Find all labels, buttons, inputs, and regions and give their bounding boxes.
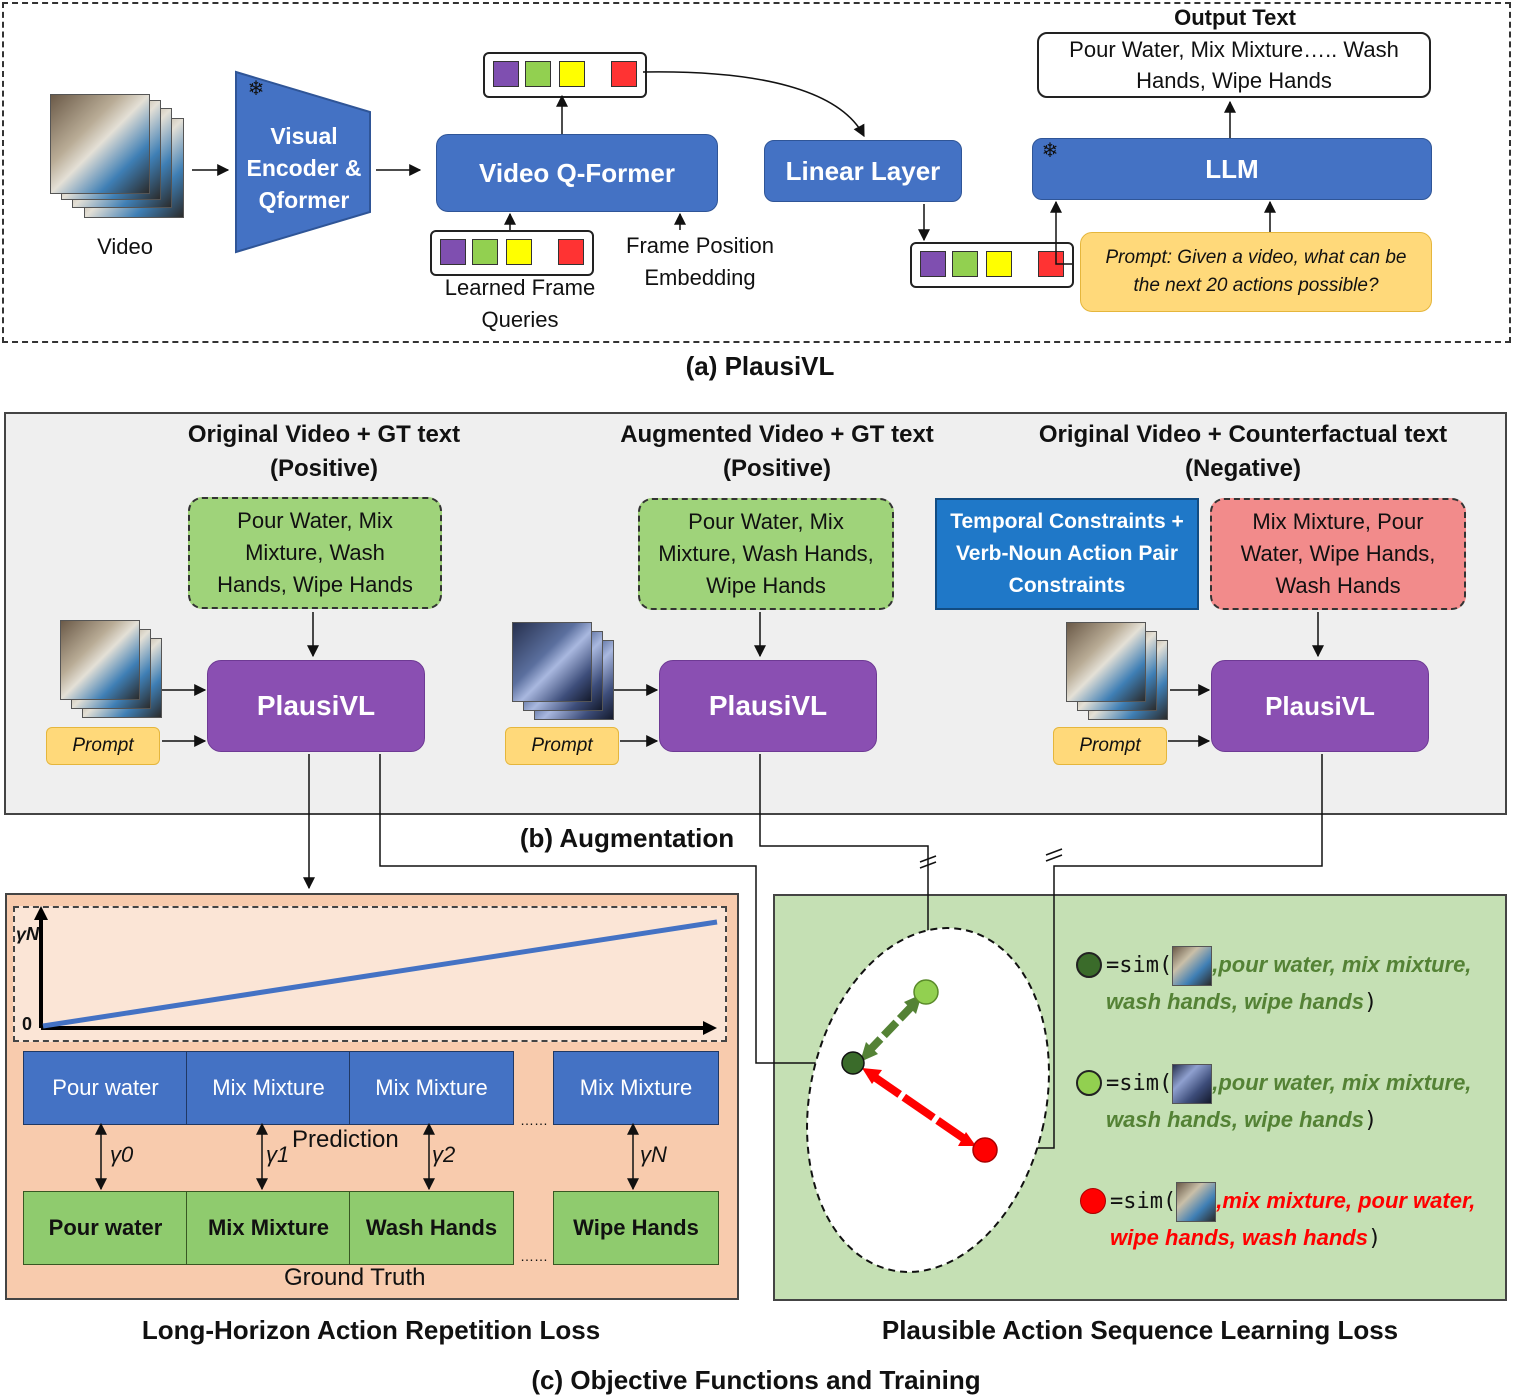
- video-qformer-box: Video Q-Former: [436, 134, 718, 212]
- right-loss-caption: Plausible Action Sequence Learning Loss: [881, 1314, 1399, 1345]
- gamma-0: γ0: [110, 1142, 134, 1167]
- neg-text-box: Mix Mixture, Pour Water, Wipe Hands, Was…: [1210, 498, 1466, 610]
- original-video-frames-1: [60, 620, 180, 730]
- legend-dot-dark-green: [1076, 952, 1102, 978]
- anchor-point: [841, 1051, 865, 1075]
- gamma-2: γ2: [432, 1142, 456, 1167]
- caption-c: (c) Objective Functions and Training: [531, 1364, 981, 1395]
- embedding-space: [806, 927, 1050, 1273]
- positive-point: [913, 979, 939, 1005]
- gamma-1: γ1: [266, 1142, 290, 1167]
- learned-queries-label: Learned Frame Queries: [444, 275, 596, 332]
- y-axis-arrow: [34, 906, 48, 920]
- original-video-thumb: [1176, 1182, 1217, 1222]
- plausivl-box-3: PlausiVL: [1211, 660, 1429, 752]
- output-token-box: [483, 52, 647, 98]
- y-top-label: γN: [16, 924, 40, 944]
- caption-a: (a) PlausiVL: [685, 350, 835, 381]
- pred-cell-1: Mix Mixture: [186, 1051, 351, 1125]
- legend-item-2: =sim(,pour water, mix mixture, wash hand…: [1106, 1064, 1471, 1137]
- output-text-box: Pour Water, Mix Mixture….. Wash Hands, W…: [1037, 32, 1431, 98]
- negative-point: [972, 1137, 998, 1163]
- video-label: Video: [97, 234, 153, 259]
- snowflake-icon: ❄: [1041, 139, 1059, 162]
- col1-heading: Original Video + GT text (Positive): [187, 421, 461, 482]
- legend-dot-red: [1080, 1188, 1106, 1214]
- plausivl-box-1: PlausiVL: [207, 660, 425, 752]
- prediction-label: Prediction: [292, 1126, 399, 1153]
- original-video-frames-2: [1066, 622, 1186, 732]
- constraints-box: Temporal Constraints + Verb-Noun Action …: [935, 498, 1199, 610]
- visual-encoder-shape: [235, 70, 371, 254]
- output-text-title: Output Text: [1174, 5, 1296, 30]
- prompt-tag-3: Prompt: [1053, 727, 1167, 765]
- visual-encoder-label: Visual Encoder & Qformer: [246, 123, 362, 213]
- gt-text-box-2: Pour Water, Mix Mixture, Wash Hands, Wip…: [638, 498, 894, 610]
- gt-text-box-1: Pour Water, Mix Mixture, Wash Hands, Wip…: [188, 497, 442, 609]
- legend-dot-light-green: [1076, 1070, 1102, 1096]
- pred-cell-3: Mix Mixture: [553, 1051, 719, 1125]
- gt-cell-0: Pour water: [23, 1191, 188, 1265]
- snowflake-icon: ❄: [247, 77, 265, 100]
- left-loss-caption: Long-Horizon Action Repetition Loss: [141, 1314, 601, 1345]
- video-frames: [50, 94, 190, 224]
- col2-heading: Augmented Video + GT text (Positive): [620, 421, 934, 482]
- pred-ellipsis: ……: [520, 1112, 548, 1128]
- legend-item-3: =sim(,mix mixture, pour water, wipe hand…: [1110, 1182, 1475, 1255]
- gt-cell-2: Wash Hands: [349, 1191, 514, 1265]
- legend-item-1: =sim(,pour water, mix mixture, wash hand…: [1106, 946, 1471, 1019]
- gamma-line: [42, 919, 718, 1029]
- y-zero-label: 0: [22, 1014, 33, 1034]
- plausivl-box-2: PlausiVL: [659, 660, 877, 752]
- learned-queries-token-box: [430, 230, 594, 276]
- section-a-frame: [2, 2, 1511, 343]
- caption-b: (b) Augmentation: [519, 822, 735, 853]
- gamma-plot: [34, 906, 718, 1035]
- frame-position-label: Frame Position Embedding: [626, 233, 774, 290]
- prompt-tag-1: Prompt: [46, 727, 160, 765]
- original-video-thumb: [1172, 946, 1213, 986]
- ground-truth-label: Ground Truth: [284, 1264, 426, 1291]
- llm-box: LLM: [1032, 138, 1432, 200]
- linear-layer-box: Linear Layer: [764, 140, 962, 202]
- linear-token-box: [910, 242, 1074, 288]
- gt-cell-1: Mix Mixture: [186, 1191, 351, 1265]
- prompt-box: Prompt: Given a video, what can be the n…: [1080, 232, 1432, 312]
- augmented-video-frames: [512, 622, 632, 732]
- gamma-n: γN: [640, 1142, 667, 1167]
- col3-heading: Original Video + Counterfactual text (Ne…: [1038, 421, 1448, 482]
- gt-ellipsis: ……: [520, 1248, 548, 1264]
- pred-cell-0: Pour water: [23, 1051, 188, 1125]
- pred-cell-2: Mix Mixture: [349, 1051, 514, 1125]
- x-axis-arrow: [703, 1021, 717, 1035]
- gt-cell-3: Wipe Hands: [553, 1191, 719, 1265]
- prompt-tag-2: Prompt: [505, 727, 619, 765]
